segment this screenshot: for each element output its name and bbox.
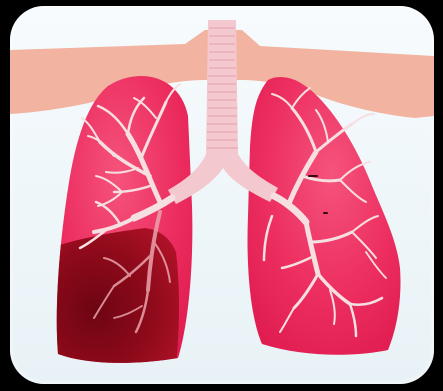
lungs-illustration	[10, 6, 434, 384]
consolidated-lobe	[50, 228, 179, 366]
illustration-card	[10, 6, 434, 384]
